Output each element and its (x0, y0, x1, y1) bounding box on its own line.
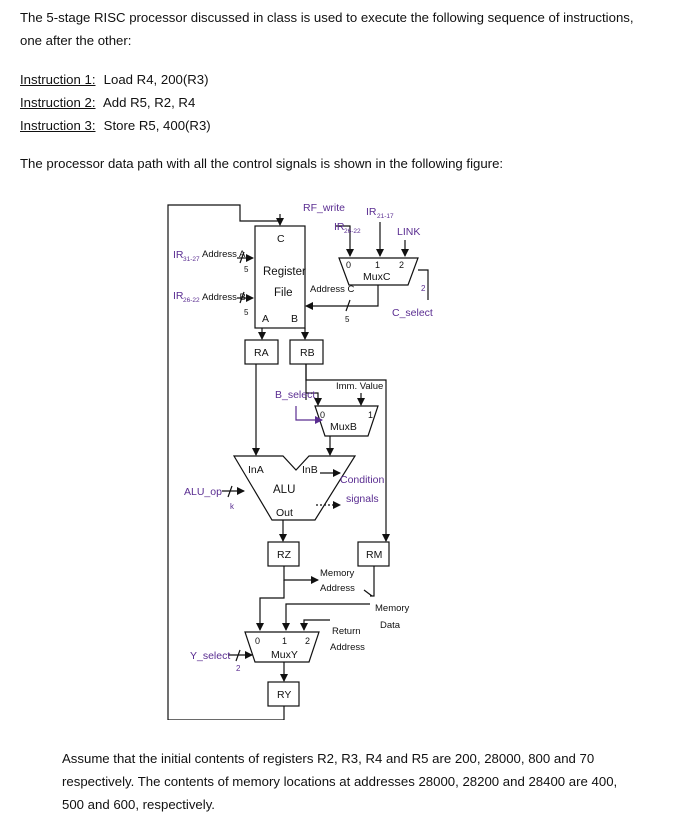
register-label: Register (263, 266, 306, 278)
inb-label: InB (302, 464, 318, 476)
address-a-label: Address A (202, 249, 246, 260)
ir31-27-label: IR (173, 249, 184, 261)
ir26-22-label: IR (334, 221, 345, 233)
muxb-label: MuxB (330, 421, 357, 433)
muxc-0: 0 (346, 260, 351, 270)
rm-label: RM (366, 549, 382, 561)
assumption-line-2: respectively. The contents of memory loc… (62, 774, 618, 789)
port-b-label: B (291, 313, 298, 325)
c-port-label: C (277, 233, 285, 245)
ina-label: InA (248, 464, 264, 476)
instruction-3-label: Instruction 3: (20, 118, 96, 133)
y-select-label: Y_select (190, 650, 230, 662)
return-address-line2: Address (330, 642, 365, 653)
muxy-2: 2 (305, 636, 310, 646)
imm-value-label: Imm. Value (336, 381, 383, 392)
ir26-22b-sub: 26-22 (183, 297, 200, 304)
rz-label: RZ (277, 549, 292, 561)
address-c-label: Address C (310, 284, 354, 295)
five-a-label: 5 (244, 265, 249, 274)
port-a-label: A (262, 313, 269, 325)
address-b-label: Address B (202, 292, 246, 303)
muxb-1: 1 (368, 410, 373, 420)
instruction-2-text: Add R5, R2, R4 (102, 95, 196, 110)
intro-line-2: one after the other: (20, 33, 132, 48)
five-c-label: 5 (345, 315, 350, 324)
muxy-1: 1 (282, 636, 287, 646)
memory-data-line1: Memory (375, 603, 410, 614)
rf-write-label: RF_write (303, 202, 345, 214)
ir21-17-sub: 21-17 (377, 213, 394, 220)
ir31-27-sub: 31-27 (183, 256, 200, 263)
muxc-shape (338, 257, 419, 286)
instruction-1: Instruction 1: Load R4, 200(R3) (20, 68, 209, 91)
muxc-1: 1 (375, 260, 380, 270)
ry-label: RY (277, 689, 291, 701)
rb-label: RB (300, 347, 315, 359)
instruction-3-text: Store R5, 400(R3) (103, 118, 211, 133)
intro-paragraph: The 5-stage RISC processor discussed in … (20, 6, 660, 52)
ir26-22b-label: IR (173, 290, 184, 302)
instruction-1-label: Instruction 1: (20, 72, 96, 87)
muxb-shape (314, 405, 379, 437)
out-label: Out (276, 507, 293, 519)
ir26-22-sub: 26-22 (344, 228, 361, 235)
muxc-2: 2 (399, 260, 404, 270)
assumption-line-3: 500 and 600, respectively. (62, 797, 215, 812)
two-c-label: 2 (421, 284, 426, 293)
memory-address-line2: Address (320, 583, 355, 594)
muxc-label: MuxC (363, 271, 391, 283)
instruction-2-label: Instruction 2: (20, 95, 96, 110)
instruction-3: Instruction 3: Store R5, 400(R3) (20, 114, 211, 137)
ra-label: RA (254, 347, 269, 359)
return-address-line1: Return (332, 626, 361, 637)
memory-address-line1: Memory (320, 568, 355, 579)
intro-line-1: The 5-stage RISC processor discussed in … (20, 10, 634, 25)
condition-label: Condition (340, 474, 385, 486)
instruction-1-text: Load R4, 200(R3) (103, 72, 209, 87)
register-file-box (254, 225, 306, 329)
alu-label: ALU (273, 484, 295, 496)
alu-shape (232, 455, 357, 521)
memory-data-line2: Data (380, 620, 401, 631)
alu-op-label: ALU_op (184, 486, 222, 498)
link-label: LINK (397, 226, 420, 238)
two-y-label: 2 (236, 664, 241, 673)
muxb-0: 0 (320, 410, 325, 420)
c-select-label: C_select (392, 307, 433, 319)
signals-label: signals (346, 493, 379, 505)
assumption-line-1: Assume that the initial contents of regi… (62, 751, 595, 766)
assumption-paragraph: Assume that the initial contents of regi… (62, 747, 662, 816)
figure-caption: The processor data path with all the con… (20, 156, 504, 171)
k-label: k (230, 502, 235, 511)
ir21-17-label: IR (366, 206, 377, 218)
b-select-label: B_select (275, 389, 315, 401)
five-b-label: 5 (244, 308, 249, 317)
muxy-0: 0 (255, 636, 260, 646)
datapath-diagram: RF_write IR 21-17 IR 26-22 LINK C Regist… (167, 202, 433, 720)
file-label: File (274, 287, 293, 299)
muxy-label: MuxY (271, 649, 298, 661)
ra-box (244, 339, 279, 365)
instruction-2: Instruction 2: Add R5, R2, R4 (20, 91, 195, 114)
